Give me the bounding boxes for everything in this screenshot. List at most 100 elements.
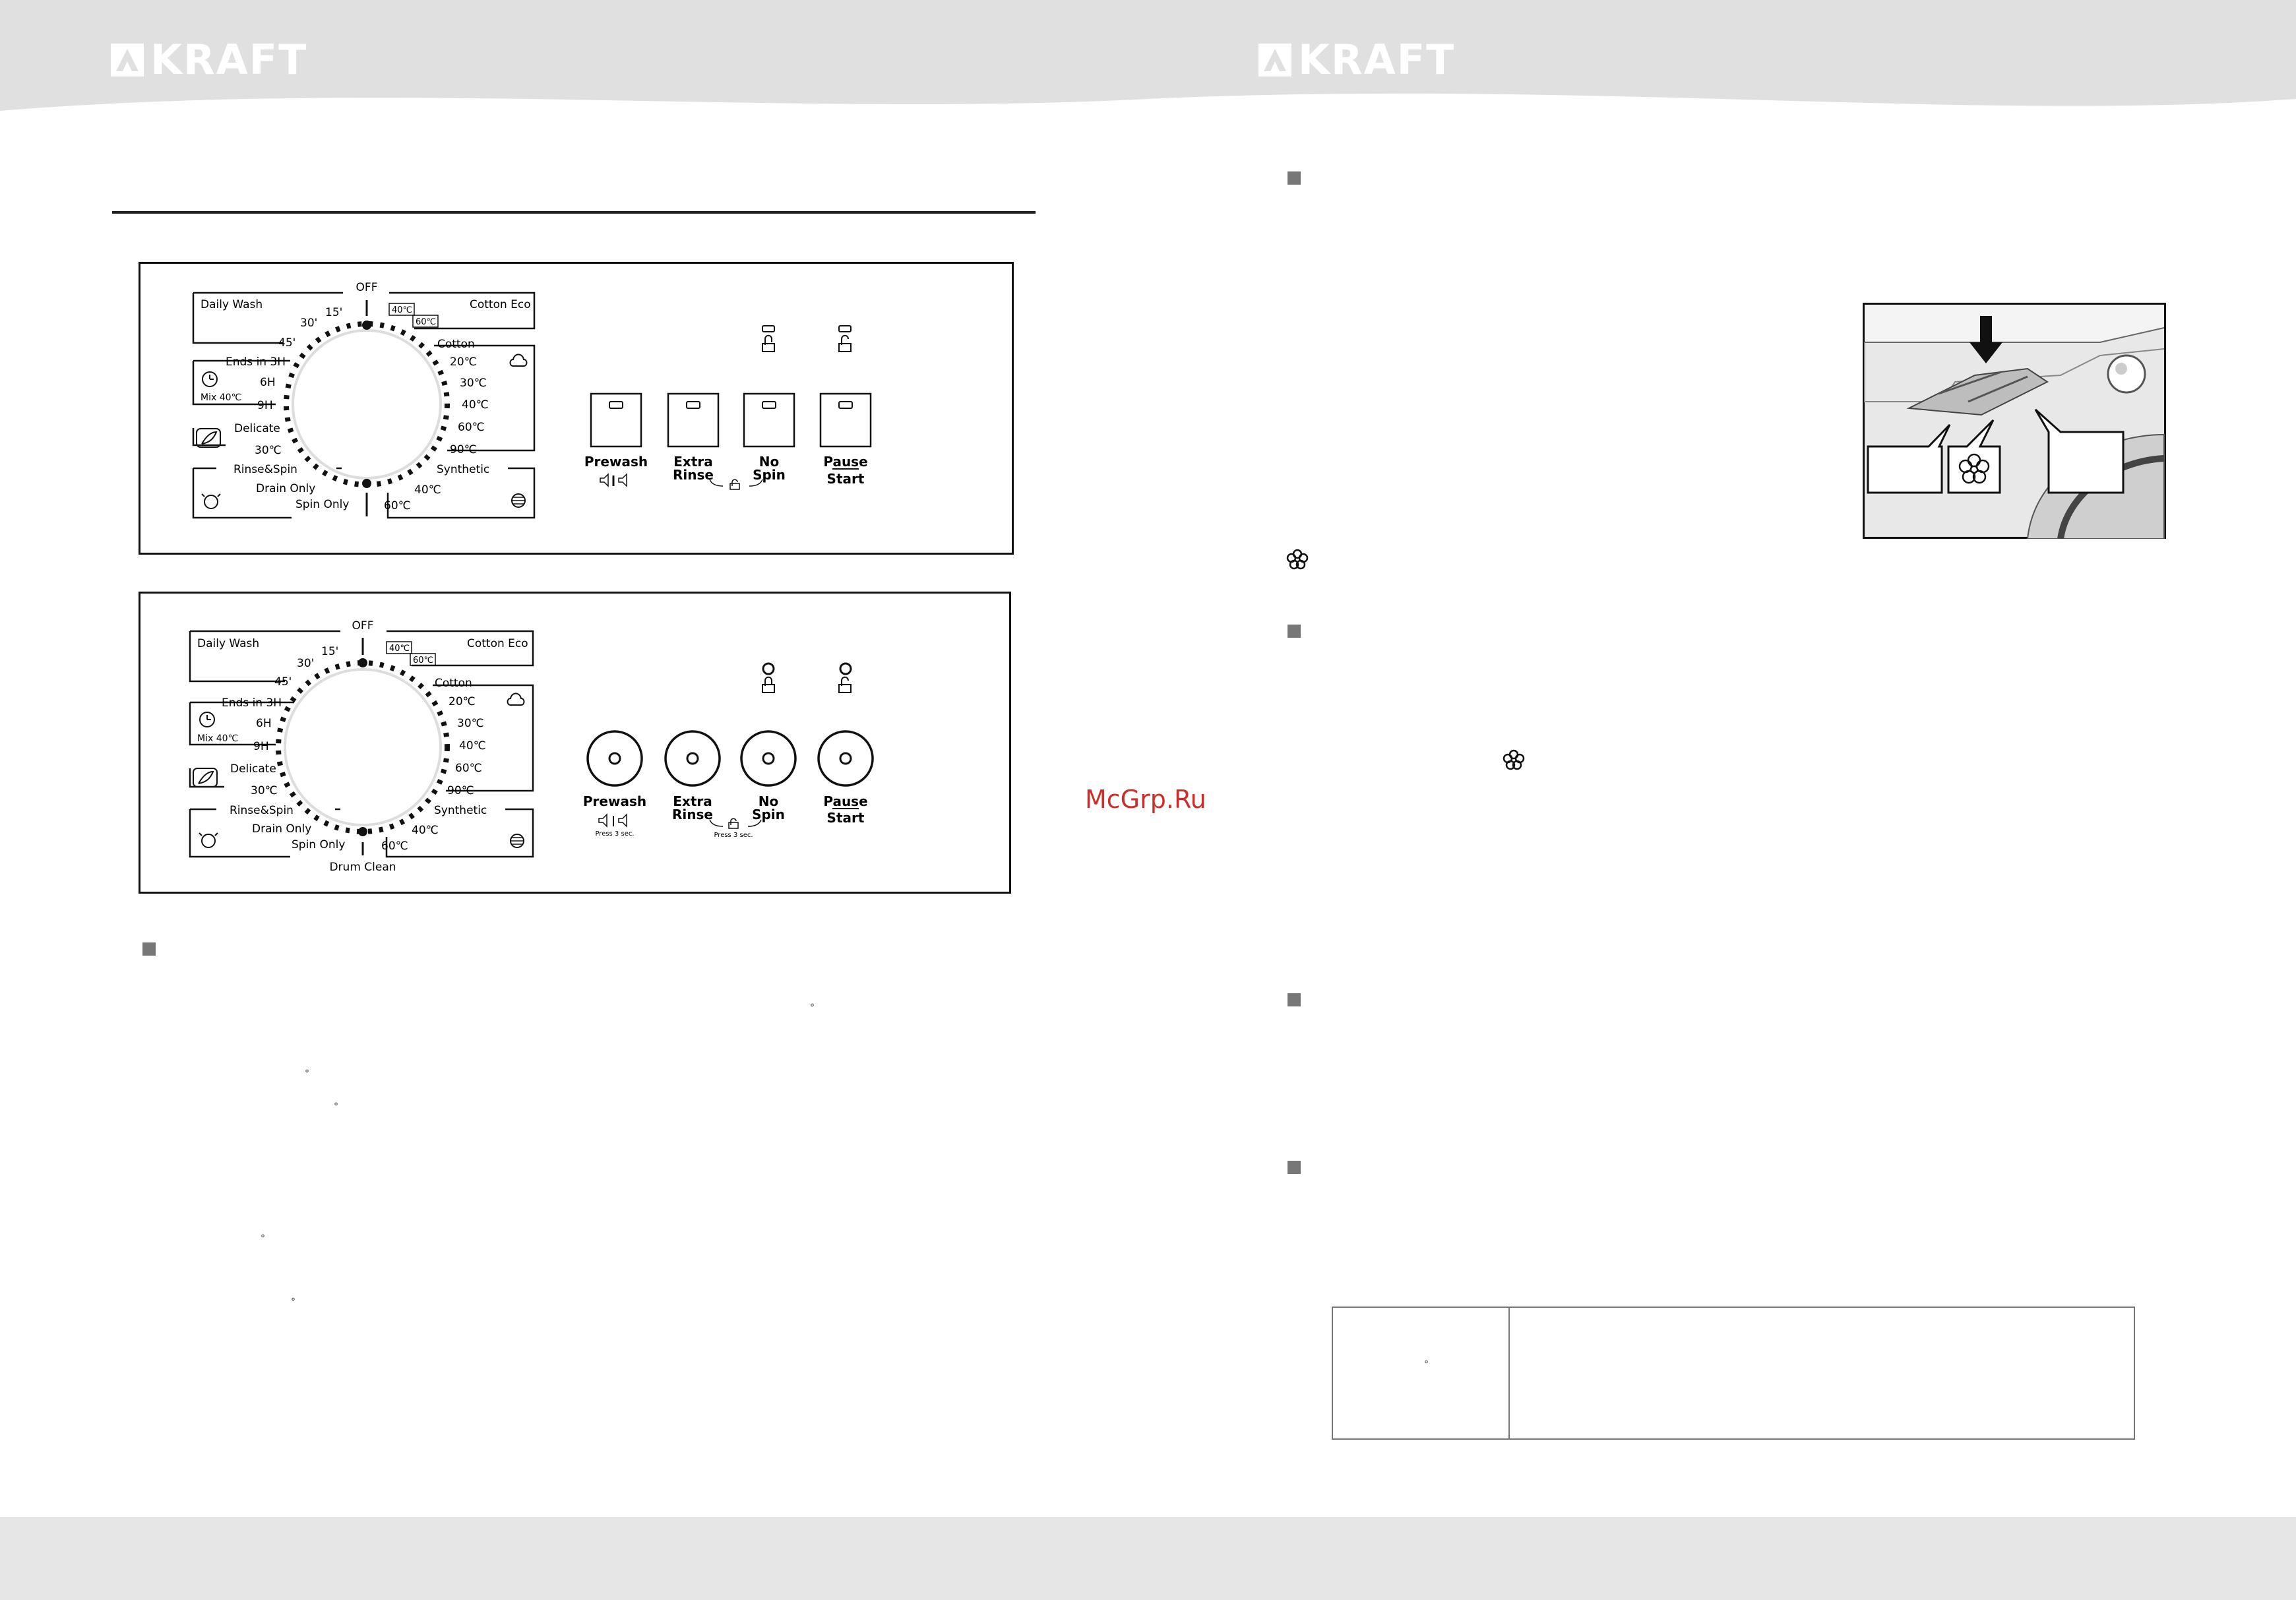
rinse-icon [199, 832, 218, 848]
bullet-square [1288, 1161, 1301, 1174]
pause-start-label-2: Start [827, 810, 865, 826]
program-delicate-30: 30℃ [255, 444, 282, 457]
pause-start-label-2: Start [827, 471, 865, 487]
prewash-press-note: Press 3 sec. [595, 830, 634, 838]
program-daily-wash: Daily Wash [197, 637, 259, 650]
drum-clean-label: Drum Clean [329, 861, 396, 874]
extra-rinse-button[interactable] [664, 730, 721, 787]
lock-icon [762, 334, 775, 352]
prewash-button[interactable] [590, 392, 642, 448]
program-9h: 9H [253, 740, 269, 753]
program-cotton-30: 30℃ [460, 377, 487, 390]
brand-logo-left: KRAFT [111, 36, 308, 84]
program-cotton-20: 20℃ [450, 355, 477, 369]
program-cotton-20: 20℃ [449, 695, 476, 708]
program-cotton-eco-60: 60℃ [416, 317, 436, 327]
no-spin-label-2: Spin [752, 807, 785, 822]
header-band [0, 0, 2296, 111]
extra-rinse-label-2: Rinse [672, 807, 713, 822]
program-30min: 30' [297, 657, 314, 670]
softener-flower-icon [1286, 549, 1309, 570]
degree-mark: ° [291, 1297, 295, 1307]
program-ends-in-3h: Ends in 3H [222, 696, 282, 710]
program-rinse-spin: Rinse&Spin [230, 804, 294, 817]
synthetic-icon [510, 834, 524, 848]
feather-icon [193, 768, 218, 787]
extra-rinse-label-1: Extra [673, 793, 712, 809]
softener-flower-icon [1958, 453, 1990, 484]
program-cotton-eco: Cotton Eco [467, 637, 528, 650]
brand-triangle-icon [1258, 44, 1291, 77]
program-spin-only: Spin Only [292, 838, 345, 851]
program-cotton-eco-40: 40℃ [389, 644, 410, 654]
control-panel-round: OFF Drum Clean Daily Wash 30' 15' 45' En… [139, 592, 1011, 894]
program-cotton-eco: Cotton Eco [470, 298, 531, 311]
detergent-drawer-illustration [1863, 303, 2166, 539]
control-panel-led: OFF Daily Wash 30' 15' 45' Ends in 3H 6H… [139, 262, 1014, 555]
bullet-square [142, 942, 156, 956]
program-15min: 15' [325, 306, 342, 319]
pause-start-label-1: Pause [823, 454, 867, 470]
sound-icon [598, 813, 627, 828]
program-drain-only: Drain Only [256, 482, 315, 495]
brand-triangle-icon [111, 44, 144, 77]
program-cotton-40: 40℃ [462, 398, 489, 412]
program-synthetic-40: 40℃ [414, 483, 441, 497]
child-lock-combo-icon [729, 479, 740, 490]
program-cotton-eco-40: 40℃ [392, 305, 412, 315]
program-mix-40: Mix 40℃ [197, 733, 238, 744]
program-cotton: Cotton [435, 677, 472, 690]
program-synthetic-40: 40℃ [412, 824, 439, 837]
sound-icon [600, 473, 627, 487]
program-spin-only: Spin Only [295, 498, 349, 511]
program-synthetic: Synthetic [434, 804, 487, 817]
program-30min: 30' [300, 317, 317, 330]
softener-flower-icon [1503, 749, 1525, 770]
section-rule [112, 211, 1036, 214]
child-lock-icon [838, 334, 852, 352]
program-45min: 45' [278, 336, 295, 350]
bullet-square [1288, 171, 1301, 185]
program-cotton-90: 90℃ [450, 443, 477, 456]
program-mix-40: Mix 40℃ [201, 392, 241, 403]
feather-icon [196, 428, 221, 448]
no-spin-button[interactable] [743, 392, 795, 448]
program-synthetic-60: 60℃ [384, 499, 411, 512]
program-ends-in-3h: Ends in 3H [226, 355, 286, 369]
brand-logo-right: KRAFT [1258, 36, 1456, 84]
prewash-label: Prewash [584, 454, 648, 470]
program-cotton-60: 60℃ [458, 421, 485, 434]
program-delicate-30: 30℃ [251, 784, 278, 797]
cotton-icon [509, 354, 528, 367]
extra-rinse-label-2: Rinse [673, 467, 714, 483]
note-table: ° [1332, 1307, 2135, 1440]
no-spin-button[interactable] [740, 730, 797, 787]
prewash-button[interactable] [586, 730, 643, 787]
brand-name-left: KRAFT [150, 36, 308, 84]
program-synthetic: Synthetic [437, 463, 489, 476]
bullet-square [1288, 625, 1301, 638]
program-cotton-90: 90℃ [447, 784, 474, 797]
program-45min: 45' [274, 675, 292, 689]
pause-start-button[interactable] [817, 730, 874, 787]
program-6h: 6H [260, 376, 276, 389]
watermark-text: McGrp.Ru [1085, 785, 1206, 814]
program-delicate: Delicate [230, 762, 276, 776]
pause-start-label-1: Pause [823, 793, 867, 809]
degree-mark: ° [1424, 1359, 1429, 1370]
brand-name-right: KRAFT [1298, 36, 1456, 84]
child-lock-combo-icon [728, 818, 739, 829]
program-6h: 6H [256, 717, 272, 730]
dial-off-label: OFF [352, 619, 374, 632]
program-cotton-30: 30℃ [457, 717, 484, 730]
no-spin-label-1: No [759, 793, 778, 809]
program-rinse-spin: Rinse&Spin [233, 463, 297, 476]
degree-mark: ° [261, 1233, 265, 1244]
program-cotton-40: 40℃ [459, 739, 486, 753]
extra-rinse-button[interactable] [667, 392, 720, 448]
degree-mark: ° [810, 1002, 815, 1013]
program-delicate: Delicate [234, 422, 280, 435]
pause-start-button[interactable] [819, 392, 872, 448]
program-cotton-60: 60℃ [455, 762, 482, 775]
program-drain-only: Drain Only [252, 822, 311, 836]
